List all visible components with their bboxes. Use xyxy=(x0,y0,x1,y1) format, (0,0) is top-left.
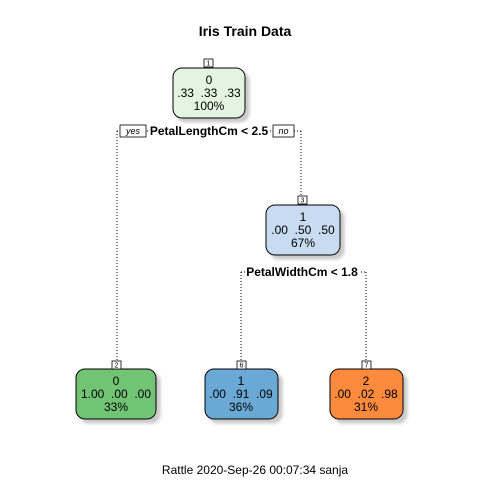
node-1-id-tag: 1 xyxy=(203,58,214,68)
split-1: yes PetalLengthCm < 2.5 no xyxy=(119,124,295,139)
node-1-box xyxy=(172,67,246,119)
node-6-id: 6 xyxy=(240,363,244,370)
node-6-id-tag: 6 xyxy=(236,360,247,370)
tree-node-3: 1 .00 .50 .50 67% xyxy=(265,204,341,256)
split-1-label-bg xyxy=(150,124,268,139)
split-3-label-bg xyxy=(245,265,359,280)
node-3-class: 1 xyxy=(300,210,307,224)
node-2-probs: 1.00 .00 .00 xyxy=(81,387,151,401)
node-7-percent: 31% xyxy=(354,400,378,414)
yes-tag-box xyxy=(119,124,147,138)
tree-node-6: 1 .00 .91 .09 36% xyxy=(204,368,279,420)
node-3-id: 3 xyxy=(301,198,305,205)
no-tag-box xyxy=(272,124,295,138)
tree-node-7: 2 .00 .02 .98 31% xyxy=(329,368,404,420)
tree-node-1: 0 .33 .33 .33 100% xyxy=(172,67,246,119)
node-2-class: 0 xyxy=(113,374,120,388)
split-3: PetalWidthCm < 1.8 xyxy=(245,265,359,280)
node-6-percent: 36% xyxy=(229,400,253,414)
node-6-class: 1 xyxy=(238,374,245,388)
split-1-label: PetalLengthCm < 2.5 xyxy=(150,124,269,138)
tree-edges xyxy=(116,130,367,360)
node-7-probs: .00 .02 .98 xyxy=(334,387,398,401)
node-7-class: 2 xyxy=(363,374,370,388)
node-7-id-tag: 7 xyxy=(361,360,372,370)
node-1-class: 0 xyxy=(206,73,213,87)
node-3-box xyxy=(265,204,341,256)
chart-title: Iris Train Data xyxy=(199,23,292,39)
node-6-probs: .00 .91 .09 xyxy=(209,387,273,401)
node-3-percent: 67% xyxy=(291,236,315,250)
node-1-percent: 100% xyxy=(194,99,225,113)
node-3-probs: .00 .50 .50 xyxy=(271,223,335,237)
node-7-id: 7 xyxy=(365,363,369,370)
footer-caption: Rattle 2020-Sep-26 00:07:34 sanja xyxy=(162,463,348,477)
node-2-percent: 33% xyxy=(104,400,128,414)
tree-node-2: 0 1.00 .00 .00 33% xyxy=(75,368,157,420)
node-2-id-tag: 2 xyxy=(111,360,122,370)
node-3-id-tag: 3 xyxy=(297,195,308,205)
node-1-probs: .33 .33 .33 xyxy=(177,86,241,100)
no-label: no xyxy=(278,126,288,136)
yes-label: yes xyxy=(125,126,141,136)
node-1-id: 1 xyxy=(207,61,211,68)
split-3-label: PetalWidthCm < 1.8 xyxy=(246,265,358,279)
node-2-id: 2 xyxy=(115,363,119,370)
